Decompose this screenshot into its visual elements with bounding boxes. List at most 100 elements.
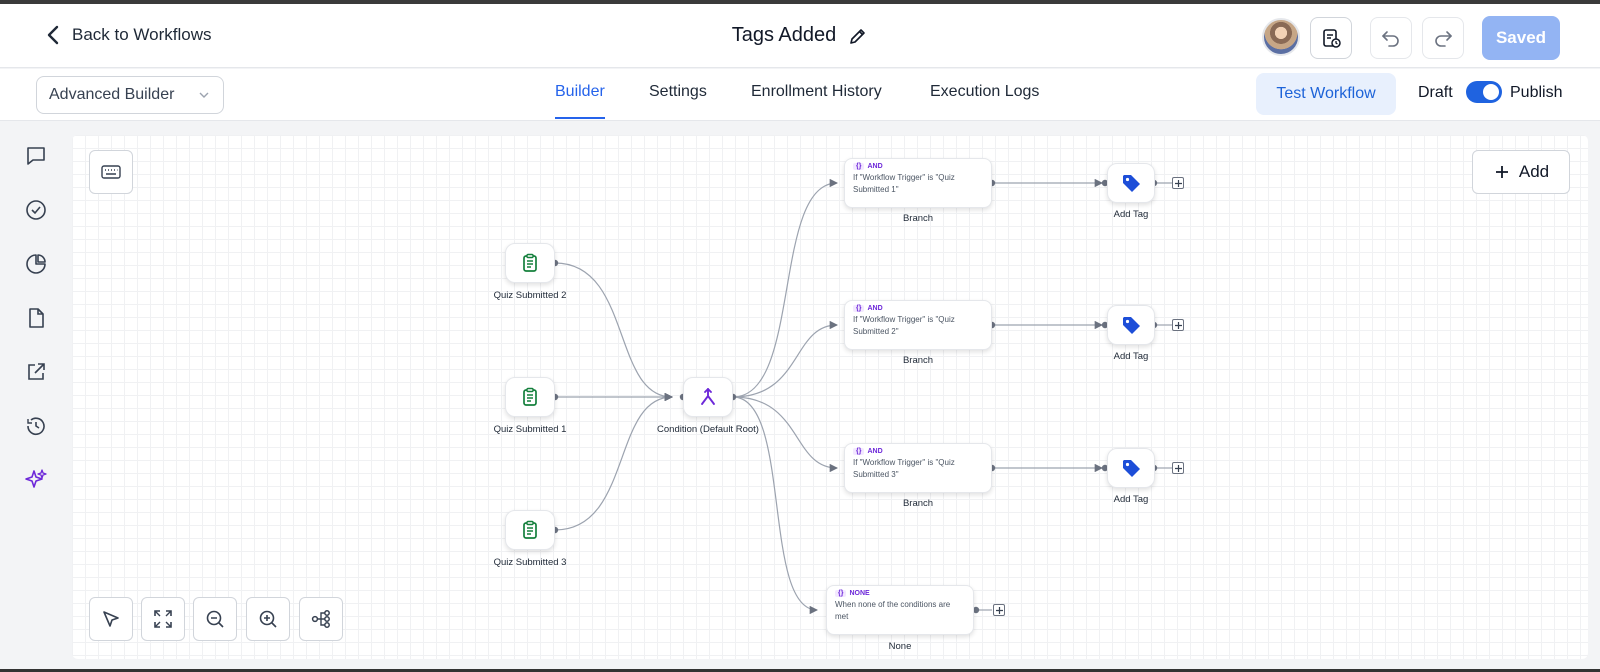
undo-button[interactable] bbox=[1370, 17, 1412, 59]
back-label: Back to Workflows bbox=[72, 25, 212, 44]
tab-settings[interactable]: Settings bbox=[649, 83, 707, 100]
branch-badge: {}AND bbox=[853, 448, 983, 455]
clipboard-clock-icon bbox=[1323, 29, 1341, 48]
sidebar-item-tasks[interactable] bbox=[24, 198, 48, 222]
header: Back to Workflows Tags Added Saved bbox=[0, 4, 1600, 68]
branch-badge: {}AND bbox=[853, 163, 983, 170]
redo-icon bbox=[1435, 31, 1452, 47]
workflow-title[interactable]: Tags Added bbox=[731, 24, 837, 46]
saved-button[interactable]: Saved bbox=[1482, 16, 1560, 60]
publish-label: Publish bbox=[1510, 84, 1563, 101]
trigger-label: Quiz Submitted 1 bbox=[493, 424, 567, 435]
window-bottom-strip bbox=[0, 669, 1600, 672]
branch-label: Branch bbox=[902, 355, 934, 366]
select-tool-button[interactable] bbox=[89, 597, 133, 641]
trigger-node-quiz-submitted-2[interactable] bbox=[505, 243, 555, 283]
condition-node[interactable] bbox=[683, 377, 733, 417]
none-branch-node[interactable]: {}NONE When none of the conditions are m… bbox=[826, 585, 974, 635]
branch-condition-text: If "Workflow Trigger" is "Quiz Submitted… bbox=[853, 315, 955, 336]
add-tag-node[interactable] bbox=[1107, 163, 1155, 203]
trigger-node-quiz-submitted-3[interactable] bbox=[505, 510, 555, 550]
back-to-workflows-link[interactable]: Back to Workflows bbox=[44, 24, 212, 46]
chevron-down-icon bbox=[199, 92, 209, 98]
plus-icon bbox=[995, 606, 1003, 614]
tab-enrollment-history[interactable]: Enrollment History bbox=[751, 83, 882, 100]
draft-label: Draft bbox=[1418, 84, 1453, 101]
pie-chart-icon bbox=[26, 254, 46, 274]
trigger-label: Quiz Submitted 3 bbox=[493, 557, 567, 568]
add-step-button[interactable] bbox=[993, 604, 1005, 616]
fit-view-button[interactable] bbox=[141, 597, 185, 641]
avatar[interactable] bbox=[1262, 18, 1300, 56]
redo-button[interactable] bbox=[1422, 17, 1464, 59]
braces-icon: {} bbox=[853, 448, 865, 455]
sub-toolbar: Advanced Builder Builder Settings Enroll… bbox=[0, 69, 1600, 121]
sidebar-item-reports[interactable] bbox=[24, 252, 48, 276]
condition-label: Condition (Default Root) bbox=[657, 424, 759, 435]
branch-label: Branch bbox=[902, 498, 934, 509]
clipboard-list-icon bbox=[523, 520, 537, 539]
builder-mode-select[interactable]: Advanced Builder bbox=[36, 76, 224, 114]
tab-builder[interactable]: Builder bbox=[555, 83, 605, 119]
tag-icon bbox=[1123, 460, 1140, 477]
workflow-edges bbox=[551, 178, 1172, 615]
branch-label: None bbox=[888, 641, 912, 652]
tab-execution-logs[interactable]: Execution Logs bbox=[930, 83, 1040, 100]
publish-toggle[interactable] bbox=[1466, 81, 1502, 103]
add-tag-node[interactable] bbox=[1107, 448, 1155, 488]
branch-node[interactable]: {}AND If "Workflow Trigger" is "Quiz Sub… bbox=[844, 300, 992, 350]
add-step-button[interactable] bbox=[1172, 462, 1184, 474]
workflow-title-area: Tags Added bbox=[0, 24, 1600, 47]
sidebar-item-ai[interactable] bbox=[24, 468, 48, 492]
branch-condition-text: If "Workflow Trigger" is "Quiz Submitted… bbox=[853, 173, 955, 194]
zoom-out-button[interactable] bbox=[193, 597, 237, 641]
branch-node[interactable]: {}AND If "Workflow Trigger" is "Quiz Sub… bbox=[844, 158, 992, 208]
check-circle-icon bbox=[26, 200, 46, 220]
tag-icon bbox=[1123, 175, 1140, 192]
add-node-button[interactable]: Add bbox=[1472, 150, 1570, 194]
braces-icon: {} bbox=[853, 305, 865, 312]
add-step-button[interactable] bbox=[1172, 319, 1184, 331]
add-tag-node[interactable] bbox=[1107, 305, 1155, 345]
action-label: Add Tag bbox=[1113, 494, 1149, 505]
plus-icon bbox=[1174, 464, 1182, 472]
branch-condition-text: If "Workflow Trigger" is "Quiz Submitted… bbox=[853, 458, 955, 479]
sidebar-item-history[interactable] bbox=[24, 414, 48, 438]
braces-icon: {} bbox=[853, 163, 865, 170]
keyboard-shortcuts-button[interactable] bbox=[89, 150, 133, 194]
trigger-node-quiz-submitted-1[interactable] bbox=[505, 377, 555, 417]
trigger-label: Quiz Submitted 2 bbox=[493, 290, 567, 301]
split-branch-icon bbox=[701, 388, 715, 405]
builder-mode-value: Advanced Builder bbox=[49, 86, 175, 103]
zoom-in-icon bbox=[259, 610, 277, 628]
keyboard-icon bbox=[101, 165, 121, 179]
clock-icon bbox=[27, 417, 45, 436]
workflow-canvas[interactable]: Add Quiz Submitted 2 Quiz Submitted 1 Qu… bbox=[72, 135, 1588, 659]
branch-node[interactable]: {}AND If "Workflow Trigger" is "Quiz Sub… bbox=[844, 443, 992, 493]
sidebar-item-share[interactable] bbox=[24, 360, 48, 384]
branch-condition-text: When none of the conditions are met bbox=[835, 600, 951, 621]
external-link-icon bbox=[28, 363, 45, 380]
branch-badge: {}NONE bbox=[835, 590, 965, 597]
test-workflow-button[interactable]: Test Workflow bbox=[1256, 73, 1396, 115]
workflow-notes-button[interactable] bbox=[1310, 17, 1352, 59]
document-icon bbox=[29, 308, 44, 328]
sidebar-item-chat[interactable] bbox=[24, 144, 48, 168]
sidebar-item-documents[interactable] bbox=[24, 306, 48, 330]
branch-badge: {}AND bbox=[853, 305, 983, 312]
pencil-icon[interactable] bbox=[848, 26, 868, 46]
zoom-out-icon bbox=[206, 610, 224, 628]
pointer-icon bbox=[103, 611, 119, 627]
clipboard-list-icon bbox=[523, 253, 537, 272]
plus-icon bbox=[1174, 321, 1182, 329]
plus-icon bbox=[1495, 166, 1508, 178]
add-step-button[interactable] bbox=[1172, 177, 1184, 189]
undo-icon bbox=[1382, 31, 1399, 47]
tag-icon bbox=[1123, 317, 1140, 334]
add-node-label: Add bbox=[1518, 162, 1550, 181]
auto-layout-button[interactable] bbox=[299, 597, 343, 641]
action-label: Add Tag bbox=[1113, 209, 1149, 220]
action-label: Add Tag bbox=[1113, 351, 1149, 362]
left-sidebar bbox=[0, 121, 72, 672]
zoom-in-button[interactable] bbox=[246, 597, 290, 641]
